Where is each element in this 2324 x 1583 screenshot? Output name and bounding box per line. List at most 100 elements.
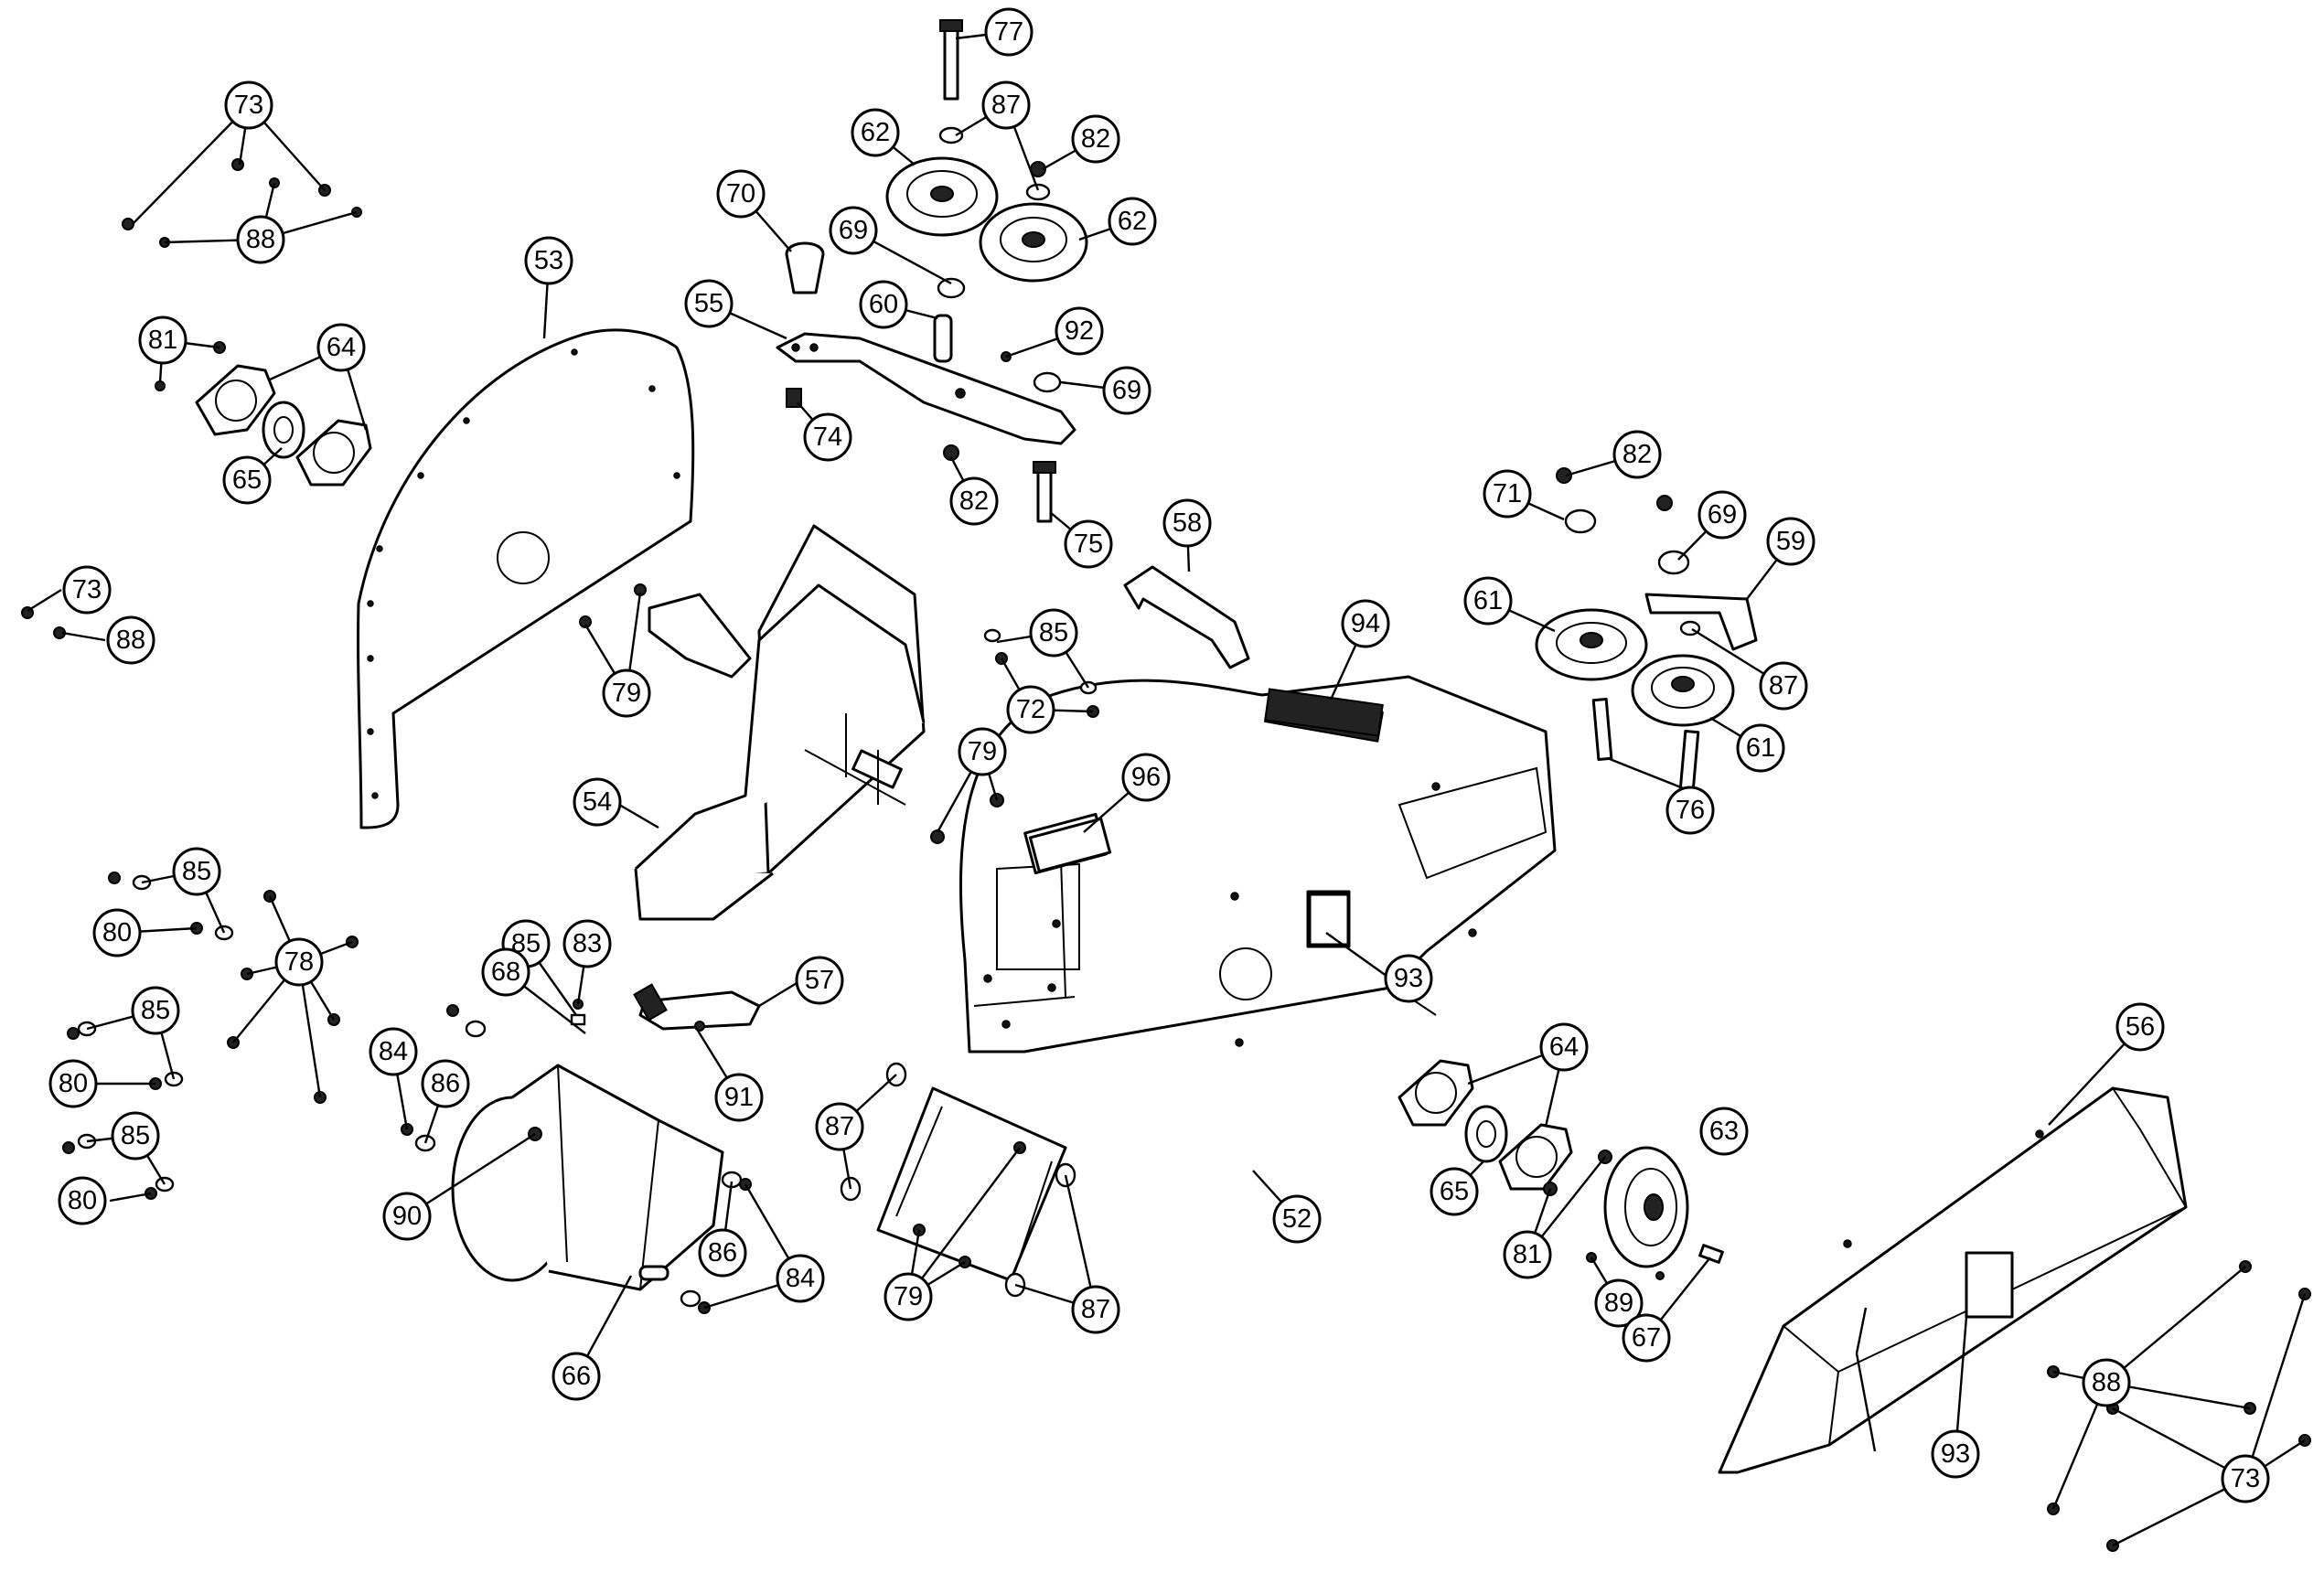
callout-60: 60	[859, 280, 908, 329]
part-62-pulley-a	[885, 156, 999, 237]
callout-96: 96	[1121, 753, 1171, 802]
svg-text:91: 91	[724, 1083, 754, 1112]
svg-text:56: 56	[2126, 1012, 2155, 1042]
callout-88: 88	[106, 615, 155, 665]
callout-79: 79	[602, 668, 651, 718]
svg-text:87: 87	[991, 91, 1021, 120]
svg-text:86: 86	[708, 1238, 737, 1267]
callout-68: 68	[481, 947, 530, 997]
part-56-discharge-chute	[1718, 1086, 2188, 1474]
callout-55: 55	[684, 279, 734, 328]
svg-text:92: 92	[1065, 316, 1094, 346]
svg-text:88: 88	[246, 225, 275, 254]
callout-85: 85	[1029, 608, 1078, 658]
callout-87: 87	[1759, 661, 1808, 711]
svg-text:82: 82	[1081, 124, 1110, 154]
callout-56: 56	[2115, 1002, 2165, 1052]
svg-text:61: 61	[1473, 586, 1503, 615]
part-61-pulley-a	[1535, 608, 1648, 681]
callout-94: 94	[1341, 599, 1390, 648]
svg-text:87: 87	[1769, 671, 1798, 701]
callout-73: 73	[224, 80, 273, 130]
svg-text:53: 53	[534, 246, 563, 275]
callout-93: 93	[1931, 1429, 1980, 1479]
callout-52: 52	[1272, 1194, 1322, 1244]
svg-text:59: 59	[1776, 527, 1805, 556]
svg-text:82: 82	[1623, 440, 1652, 469]
part-57-latch	[633, 983, 761, 1031]
svg-text:87: 87	[1081, 1295, 1110, 1324]
svg-text:84: 84	[379, 1037, 408, 1066]
callout-61: 61	[1736, 723, 1785, 773]
callout-84: 84	[776, 1254, 825, 1303]
svg-text:80: 80	[68, 1186, 97, 1215]
callout-54: 54	[573, 777, 622, 827]
callout-59: 59	[1766, 517, 1815, 566]
svg-text:81: 81	[1513, 1240, 1542, 1269]
part-93-decal	[1308, 893, 1350, 947]
svg-text:76: 76	[1676, 796, 1705, 825]
svg-text:77: 77	[994, 17, 1023, 47]
svg-text:90: 90	[392, 1202, 422, 1231]
callout-72: 72	[1006, 685, 1055, 734]
callout-81: 81	[138, 316, 187, 365]
svg-text:73: 73	[2231, 1464, 2260, 1493]
callout-80: 80	[58, 1176, 107, 1225]
callout-79: 79	[884, 1272, 933, 1321]
callout-82: 82	[1071, 114, 1120, 164]
callout-73: 73	[2221, 1454, 2270, 1503]
callout-76: 76	[1665, 786, 1715, 835]
svg-text:66: 66	[562, 1362, 591, 1391]
callout-83: 83	[562, 919, 612, 968]
callout-86: 86	[698, 1228, 747, 1278]
svg-text:78: 78	[284, 947, 314, 977]
svg-text:67: 67	[1632, 1323, 1661, 1353]
svg-text:96: 96	[1131, 763, 1161, 792]
svg-text:62: 62	[861, 118, 890, 147]
callout-69: 69	[829, 206, 878, 255]
callout-62: 62	[851, 108, 900, 157]
callout-90: 90	[382, 1192, 432, 1241]
callout-53: 53	[524, 236, 573, 285]
callout-67: 67	[1622, 1313, 1671, 1363]
callout-66: 66	[552, 1352, 601, 1401]
callout-92: 92	[1055, 306, 1104, 356]
svg-text:93: 93	[1394, 964, 1423, 993]
callout-70: 70	[716, 169, 766, 219]
svg-text:75: 75	[1074, 529, 1103, 559]
svg-text:80: 80	[102, 918, 132, 947]
svg-text:62: 62	[1118, 207, 1147, 236]
svg-text:69: 69	[1708, 500, 1737, 529]
callout-86: 86	[421, 1059, 470, 1108]
part-65-bearing-right	[1464, 1105, 1508, 1163]
part-59-bracket	[1644, 593, 1758, 651]
callout-84: 84	[369, 1027, 418, 1076]
part-58-handle	[1123, 565, 1250, 669]
callout-91: 91	[714, 1073, 764, 1122]
callout-85: 85	[131, 986, 180, 1035]
svg-text:84: 84	[786, 1264, 815, 1293]
callout-64: 64	[1539, 1022, 1589, 1072]
part-61-pulley-b	[1631, 654, 1735, 727]
part-62-pulley-b	[979, 202, 1088, 283]
svg-text:55: 55	[694, 289, 723, 318]
callout-87: 87	[1071, 1285, 1120, 1334]
svg-text:89: 89	[1604, 1289, 1633, 1318]
svg-text:93: 93	[1941, 1439, 1970, 1469]
callout-88: 88	[2082, 1358, 2131, 1407]
callout-80: 80	[92, 908, 142, 957]
svg-text:82: 82	[959, 487, 989, 516]
callout-74: 74	[803, 412, 852, 462]
svg-text:69: 69	[839, 216, 868, 245]
callout-69: 69	[1102, 366, 1151, 415]
svg-text:80: 80	[59, 1069, 88, 1098]
callout-63: 63	[1699, 1107, 1749, 1156]
callout-69: 69	[1697, 490, 1747, 540]
callouts: 73 88 53 81 64 65 73 88 79 77 87 62 82 6…	[48, 7, 2270, 1503]
callout-58: 58	[1162, 498, 1212, 548]
svg-text:54: 54	[583, 787, 612, 817]
svg-text:79: 79	[968, 737, 997, 766]
svg-text:87: 87	[825, 1112, 854, 1141]
svg-text:68: 68	[491, 957, 520, 987]
svg-text:65: 65	[1440, 1177, 1469, 1206]
